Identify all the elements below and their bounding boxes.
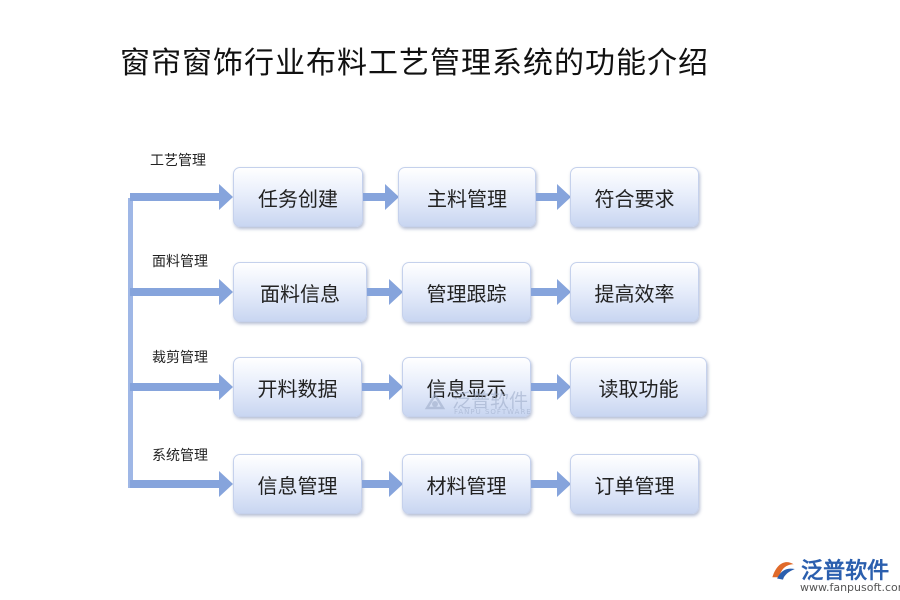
box-cutting-data: 开料数据: [233, 357, 362, 417]
box-improve-efficiency: 提高效率: [570, 262, 699, 322]
row4-entry-arrow: [130, 471, 233, 497]
box-order-management: 订单管理: [570, 454, 699, 514]
row1-arrow-2: [536, 184, 571, 210]
row3-entry-arrow: [130, 374, 233, 400]
row-label-craft: 工艺管理: [150, 153, 206, 169]
row-label-system: 系统管理: [152, 448, 208, 464]
brand-logo: 泛普软件 www.fanpusoft.com: [770, 553, 900, 594]
watermark-subtext: FANPU SOFTWARE: [454, 408, 532, 416]
page-title: 窗帘窗饰行业布料工艺管理系统的功能介绍: [120, 46, 709, 81]
box-management-tracking: 管理跟踪: [402, 262, 531, 322]
row-label-cutting: 裁剪管理: [152, 350, 208, 366]
box-info-management: 信息管理: [233, 454, 362, 514]
row3-arrow-1: [362, 374, 403, 400]
box-main-material: 主料管理: [398, 167, 536, 227]
fanpu-brand-icon: [772, 562, 795, 580]
watermark: 泛普软件 FANPU SOFTWARE: [424, 386, 531, 416]
row4-arrow-2: [531, 471, 571, 497]
box-material-management: 材料管理: [402, 454, 531, 514]
box-fabric-info: 面料信息: [233, 262, 367, 322]
box-task-create: 任务创建: [233, 167, 363, 227]
row2-entry-arrow: [130, 279, 233, 305]
fanpu-logo-icon: [424, 392, 446, 409]
row2-arrow-1: [367, 279, 403, 305]
brand-name: 泛普软件: [801, 559, 890, 584]
row-label-fabric: 面料管理: [152, 254, 208, 270]
box-read-function: 读取功能: [570, 357, 707, 417]
box-meet-requirements: 符合要求: [570, 167, 699, 227]
box-info-display: 信息显示: [402, 357, 531, 417]
brand-url: www.fanpusoft.com: [800, 581, 900, 594]
row3-arrow-2: [531, 374, 571, 400]
watermark-text: 泛普软件: [452, 390, 529, 412]
row1-entry-arrow: [130, 184, 233, 210]
row4-arrow-1: [362, 471, 403, 497]
row1-arrow-1: [363, 184, 399, 210]
row2-arrow-2: [531, 279, 571, 305]
left-connector-line: [128, 198, 133, 488]
